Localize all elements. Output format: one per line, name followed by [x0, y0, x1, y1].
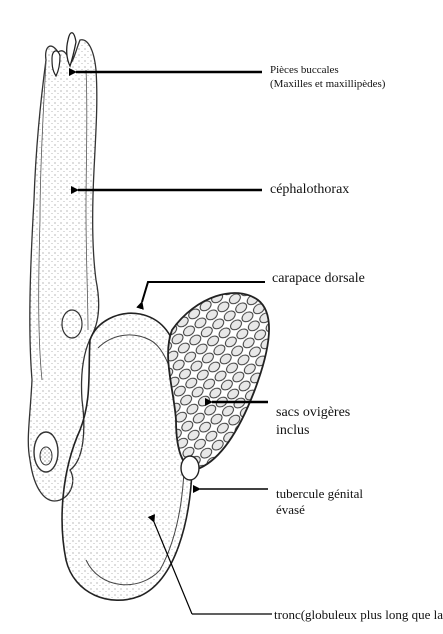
- label-carapace-dorsale: carapace dorsale: [272, 270, 365, 288]
- label-pieces-buccales-line2: (Maxilles et maxillipèdes): [270, 78, 385, 92]
- label-tronc: tronc(globuleux plus long que large): [274, 607, 443, 623]
- genital-tubercle: [181, 456, 199, 480]
- label-tubercule-genital-line2: évasé: [276, 502, 363, 518]
- lower-appendage: [34, 432, 58, 472]
- egg-sac: [168, 293, 269, 469]
- label-tubercule-genital-line1: tubercule génital: [276, 486, 363, 502]
- label-cephalothorax: céphalothorax: [270, 181, 349, 199]
- label-sacs-ovigeres-line1: sacs ovigères: [276, 404, 350, 422]
- lateral-knob: [62, 310, 82, 338]
- label-pieces-buccales: Pièces buccales (Maxilles et maxillipède…: [270, 64, 385, 92]
- label-pieces-buccales-line1: Pièces buccales: [270, 64, 385, 78]
- label-tubercule-genital: tubercule génital évasé: [276, 486, 363, 519]
- label-sacs-ovigeres-line2: inclus: [276, 422, 350, 440]
- label-sacs-ovigeres: sacs ovigères inclus: [276, 404, 350, 439]
